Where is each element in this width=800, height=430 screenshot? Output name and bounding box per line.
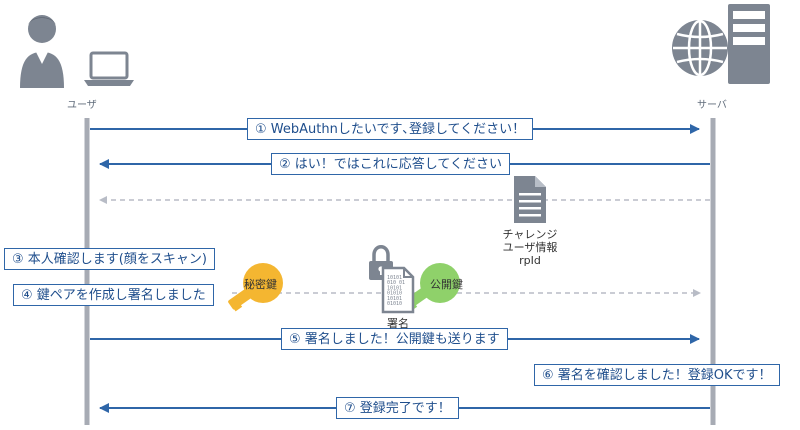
signature-document-icon bbox=[381, 266, 415, 314]
laptop-icon bbox=[84, 51, 134, 86]
private-key-icon bbox=[228, 263, 283, 312]
user-label: ユーザ bbox=[67, 100, 97, 111]
message-4: ④ 鍵ペアを作成し署名しました bbox=[13, 284, 214, 306]
message-2: ② はい！ではこれに応答してください bbox=[271, 153, 511, 175]
challenge-line-3: rpId bbox=[519, 254, 541, 267]
user-icon bbox=[20, 15, 64, 88]
message-5: ⑤ 署名しました！公開鍵も送ります bbox=[281, 328, 508, 350]
message-7: ⑦ 登録完了です！ bbox=[336, 397, 459, 419]
message-1: ① WebAuthnしたいです､登録してください！ bbox=[247, 118, 534, 140]
public-key-label: 公開鍵 bbox=[430, 278, 463, 291]
message-6: ⑥ 署名を確認しました！登録OKです！ bbox=[534, 364, 780, 386]
message-3: ③ 本人確認します(顔をスキャン) bbox=[4, 248, 215, 270]
globe-icon bbox=[672, 19, 728, 77]
signature-bits-row: 01010 bbox=[387, 291, 402, 297]
server-tower-icon bbox=[728, 4, 770, 84]
signature-bits-row: 10101 bbox=[387, 296, 402, 302]
server-label: サーバ bbox=[697, 100, 727, 111]
signature-bits-row: 10101 bbox=[387, 275, 402, 281]
signature-bits-row: 01010 bbox=[387, 301, 402, 307]
signature-bits-row: 010 01 bbox=[387, 280, 405, 286]
private-key-label: 秘密鍵 bbox=[244, 278, 277, 291]
challenge-line-1: チャレンジ bbox=[502, 228, 558, 241]
challenge-line-2: ユーザ情報 bbox=[502, 241, 558, 254]
challenge-label: チャレンジ ユーザ情報 rpId bbox=[490, 228, 570, 267]
document-icon bbox=[514, 176, 546, 223]
signature-bits-row: 10101 bbox=[387, 285, 402, 291]
signature-label: 署名 bbox=[387, 317, 409, 330]
